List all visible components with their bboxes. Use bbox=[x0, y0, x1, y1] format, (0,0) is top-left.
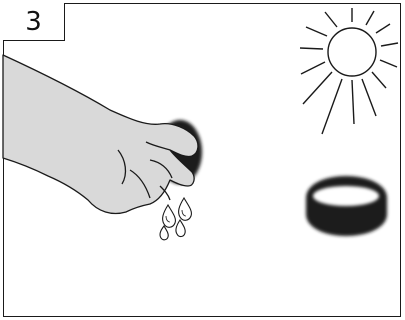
water-drops-icon bbox=[160, 198, 191, 240]
sun-icon bbox=[300, 8, 398, 134]
hand-squeezing-icon bbox=[3, 55, 198, 214]
dry-ring-icon bbox=[306, 176, 387, 236]
